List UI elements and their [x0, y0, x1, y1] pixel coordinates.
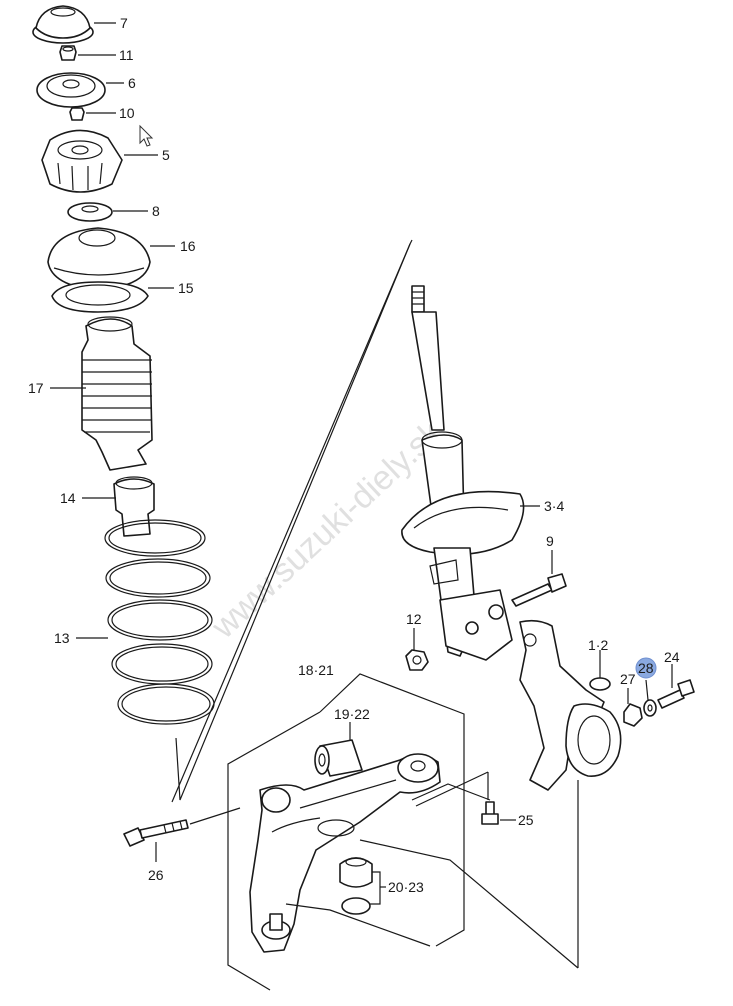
highlight-28-marker[interactable] [635, 657, 657, 679]
label-1-2: 1·2 [588, 637, 608, 653]
label-13: 13 [54, 630, 70, 646]
part-7-dust-cap [32, 5, 94, 44]
part-24-bolt [657, 679, 695, 709]
label-16: 16 [180, 238, 196, 254]
part-19-22-bushing [314, 739, 363, 777]
part-9-bolt [511, 573, 567, 607]
part-25-bolt [481, 801, 499, 825]
label-17: 17 [28, 380, 44, 396]
part-1-2-steering-knuckle [519, 619, 622, 791]
label-27: 27 [620, 671, 636, 687]
part-18-21-lower-arm [249, 753, 441, 953]
part-11-nut [59, 45, 77, 61]
label-3-4: 3·4 [544, 498, 564, 514]
label-12: 12 [406, 611, 422, 627]
label-5: 5 [162, 147, 170, 163]
label-24: 24 [664, 649, 680, 665]
part-14-bump-stop [113, 476, 155, 537]
label-19-22: 19·22 [334, 706, 370, 722]
label-28[interactable]: 28 [638, 660, 654, 676]
label-7: 7 [120, 15, 128, 31]
part-17-dust-boot [81, 316, 153, 471]
label-10: 10 [119, 105, 135, 121]
part-20-23-bushing [339, 857, 373, 915]
label-26: 26 [148, 867, 164, 883]
part-15-insulator [51, 281, 149, 313]
part-10-nut [69, 107, 85, 121]
label-14: 14 [60, 490, 76, 506]
part-3-4-strut [401, 285, 525, 661]
label-8: 8 [152, 203, 160, 219]
part-13-coil-spring [104, 519, 215, 725]
part-8-bearing [67, 202, 113, 222]
label-6: 6 [128, 75, 136, 91]
label-9: 9 [546, 533, 554, 549]
label-18-21: 18·21 [298, 662, 334, 678]
cursor-icon [139, 124, 154, 147]
part-26-bolt [123, 819, 189, 847]
label-20-23: 20·23 [388, 879, 424, 895]
part-28-washer [643, 699, 657, 717]
label-25: 25 [518, 812, 534, 828]
label-15: 15 [178, 280, 194, 296]
part-12-nut [405, 649, 429, 671]
part-27-nut [623, 703, 643, 727]
part-16-spring-seat [47, 227, 151, 291]
label-11: 11 [119, 47, 134, 63]
part-5-strut-mount [41, 129, 123, 193]
part-6-plate [36, 72, 106, 108]
